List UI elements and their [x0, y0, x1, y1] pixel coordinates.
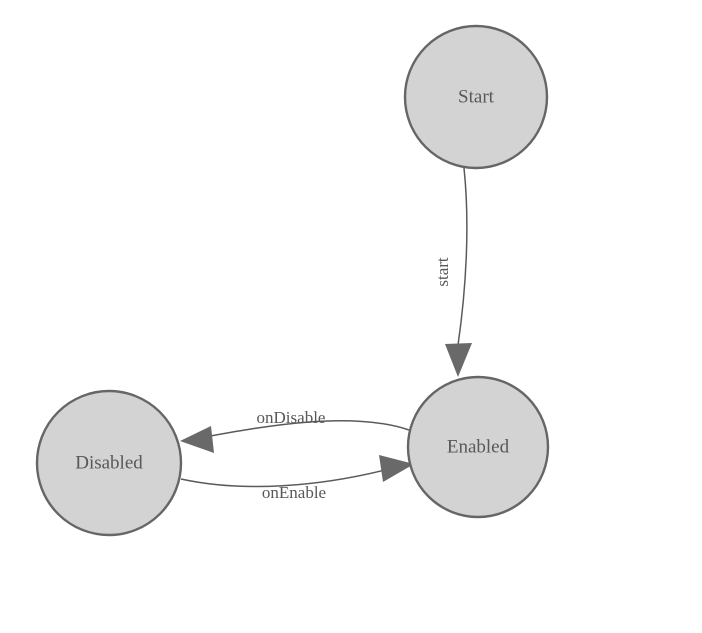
state-node-disabled[interactable]: Disabled: [35, 389, 183, 537]
state-node-enabled-circle: [406, 375, 550, 519]
edge-start-to-enabled-arrowhead: [445, 343, 472, 377]
state-node-start-circle: [403, 24, 549, 170]
edge-disabled-to-enabled-arrowhead: [379, 455, 414, 482]
edge-enabled-to-disabled-arrowhead: [180, 426, 214, 453]
edge-enabled-to-disabled-path: [204, 419, 410, 438]
state-node-enabled[interactable]: Enabled: [406, 375, 550, 519]
edge-start-to-enabled[interactable]: start: [433, 167, 472, 377]
edge-disabled-to-enabled-path: [180, 469, 386, 488]
state-node-disabled-circle: [35, 389, 183, 537]
edge-disabled-to-enabled[interactable]: onEnable: [180, 455, 414, 502]
edge-start-to-enabled-path: [457, 167, 468, 346]
state-node-start[interactable]: Start: [403, 24, 549, 170]
edge-start-to-enabled-label: start: [433, 257, 452, 287]
edge-enabled-to-disabled[interactable]: onDisable: [180, 408, 410, 453]
